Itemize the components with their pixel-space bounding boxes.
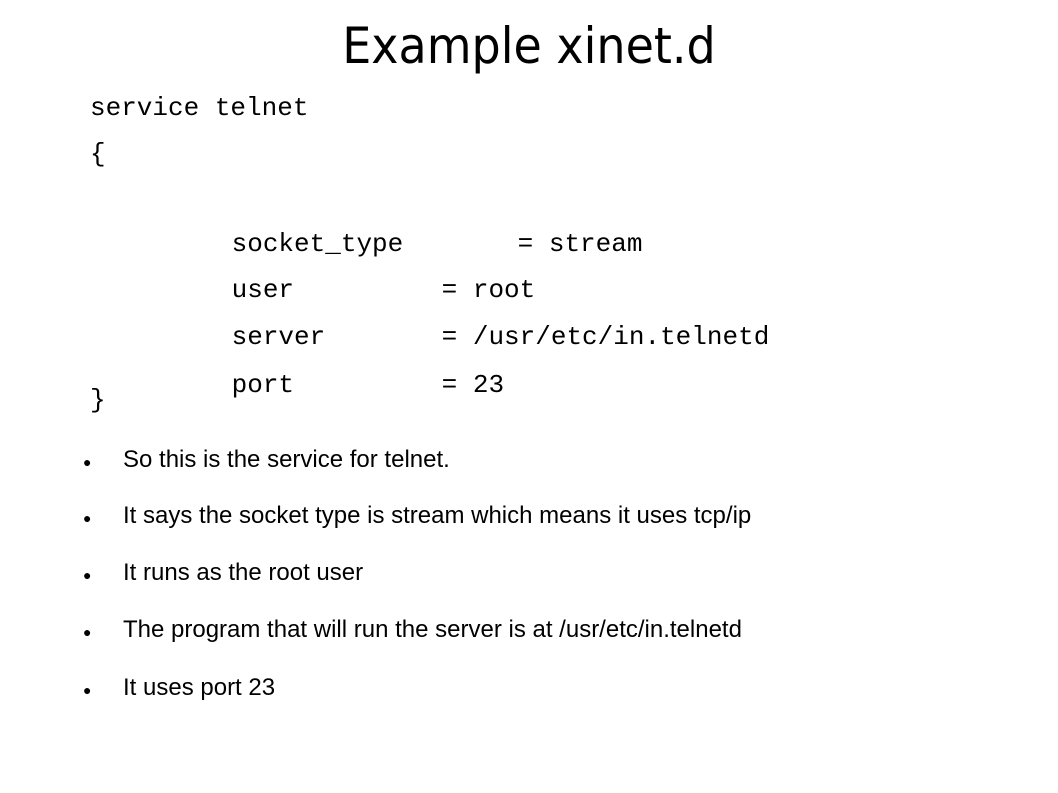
- code-entry-socket-type: socket_type = stream: [138, 196, 643, 292]
- bullet-dot-icon: ●: [83, 454, 92, 470]
- bullet-text: It says the socket type is stream which …: [123, 502, 752, 529]
- code-close-brace: }: [90, 385, 106, 415]
- code-entry-value: 23: [472, 370, 505, 400]
- code-entry-value: root: [472, 275, 536, 305]
- code-entry-port: port = 23: [138, 337, 504, 433]
- code-open-brace: {: [90, 139, 106, 169]
- code-entry-sep: =: [517, 229, 549, 259]
- code-entry-key: server: [231, 322, 326, 352]
- code-entry-value: stream: [548, 229, 643, 259]
- code-entry-key: socket_type: [231, 229, 404, 259]
- code-entry-server: server = /usr/etc/in.telnetd: [138, 289, 770, 385]
- slide-title: Example xinet.d: [342, 17, 716, 75]
- bullet-text: It uses port 23: [123, 674, 276, 701]
- code-service-line: service telnet: [90, 93, 309, 123]
- bullet-dot-icon: ●: [83, 624, 92, 640]
- code-entry-user: user = root: [138, 242, 536, 338]
- code-entry-sep: =: [441, 370, 473, 400]
- code-entry-sep: =: [441, 275, 473, 305]
- bullet-text: The program that will run the server is …: [123, 616, 742, 643]
- bullet-dot-icon: ●: [83, 510, 92, 526]
- code-entry-key: port: [231, 370, 295, 400]
- code-entry-value: /usr/etc/in.telnetd: [472, 322, 770, 352]
- bullet-dot-icon: ●: [83, 682, 92, 698]
- bullet-text: So this is the service for telnet.: [123, 446, 450, 473]
- code-entry-sep: =: [441, 322, 473, 352]
- code-entry-key: user: [231, 275, 295, 305]
- bullet-dot-icon: ●: [83, 567, 92, 583]
- bullet-text: It runs as the root user: [123, 559, 364, 586]
